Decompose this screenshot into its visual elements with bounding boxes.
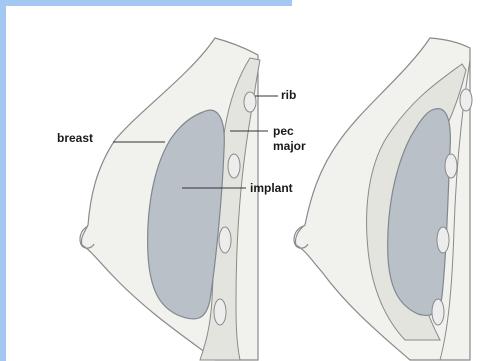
left-figure xyxy=(80,38,278,360)
right-rib-1 xyxy=(460,89,472,111)
right-rib-2 xyxy=(445,154,457,178)
left-rib-1 xyxy=(244,92,256,112)
breast-label: breast xyxy=(57,131,93,146)
right-rib-4 xyxy=(432,299,444,325)
left-rib-3 xyxy=(219,227,231,253)
left-rib-4 xyxy=(214,299,226,325)
implant-label: implant xyxy=(250,181,293,196)
pec-label-line-1: pec xyxy=(273,124,306,139)
pec-label-line-2: major xyxy=(273,139,306,154)
rib-label: rib xyxy=(281,88,296,103)
right-rib-3 xyxy=(437,227,449,253)
pec-major-label: pec major xyxy=(273,124,306,154)
left-rib-2 xyxy=(228,154,240,178)
right-figure xyxy=(294,38,472,360)
